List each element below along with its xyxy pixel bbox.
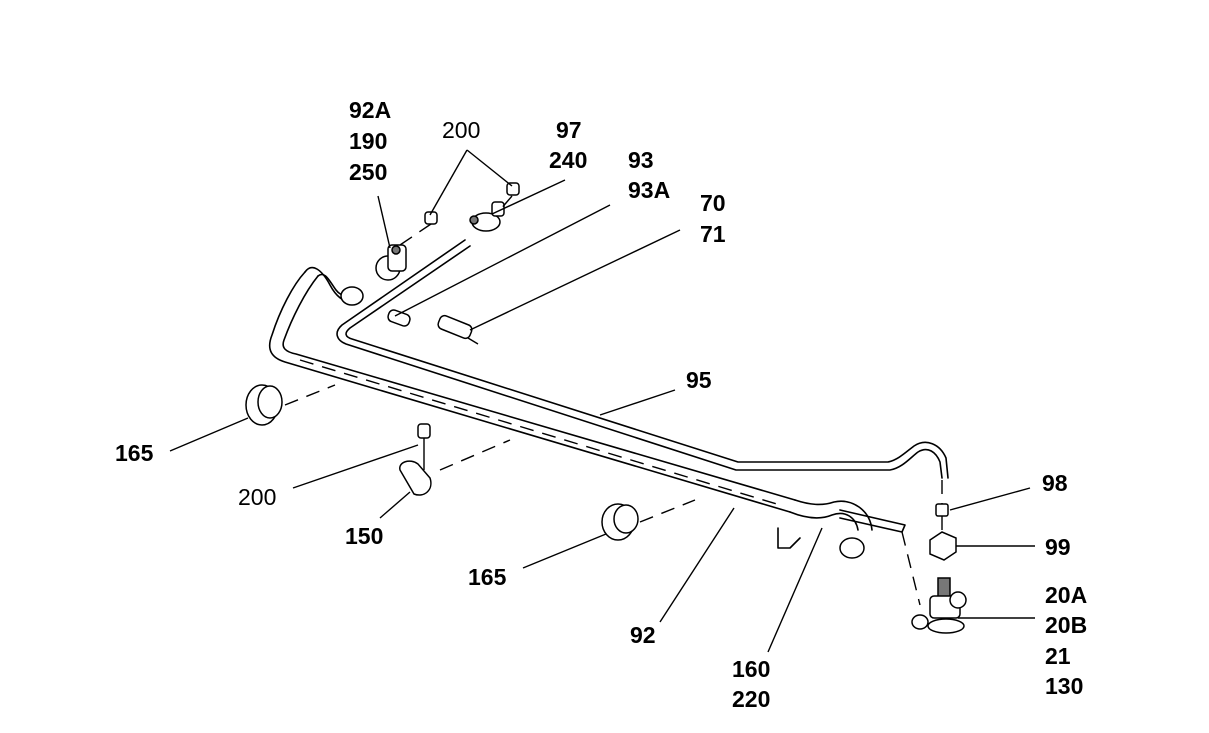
label-92: 92 xyxy=(630,622,656,648)
label-20A: 20A xyxy=(1045,582,1087,608)
pipe-95 xyxy=(336,239,949,479)
label-130: 130 xyxy=(1045,673,1083,699)
clamp-165-left xyxy=(245,384,336,426)
label-160: 160 xyxy=(732,656,770,682)
fitting-97 xyxy=(469,201,505,232)
label-95: 95 xyxy=(686,367,712,393)
label-20B: 20B xyxy=(1045,612,1087,638)
label-92A: 92A xyxy=(349,97,391,123)
label-21: 21 xyxy=(1045,643,1071,669)
label-250: 250 xyxy=(349,159,387,185)
clamp-165-bottom xyxy=(601,499,696,541)
fitting-93 xyxy=(387,309,411,327)
hose-160 xyxy=(777,499,906,559)
label-93: 93 xyxy=(628,147,654,173)
label-98: 98 xyxy=(1042,470,1068,496)
bracket-150 xyxy=(399,423,511,496)
label-99: 99 xyxy=(1045,534,1071,560)
label-200-mid: 200 xyxy=(238,484,276,510)
label-93A: 93A xyxy=(628,177,670,203)
label-240: 240 xyxy=(549,147,587,173)
label-190: 190 xyxy=(349,128,387,154)
label-165-bottom: 165 xyxy=(468,564,507,590)
label-200-top: 200 xyxy=(442,117,480,143)
leader-lines xyxy=(169,149,1035,653)
valve-assembly xyxy=(901,480,967,634)
label-165-left: 165 xyxy=(115,440,154,466)
elbow-fitting xyxy=(340,244,407,306)
label-150: 150 xyxy=(345,523,383,549)
label-220: 220 xyxy=(732,686,770,712)
label-97: 97 xyxy=(556,117,582,143)
bolt-200-top xyxy=(399,182,520,246)
label-70: 70 xyxy=(700,190,726,216)
label-71: 71 xyxy=(700,221,726,247)
sensor-70 xyxy=(437,314,479,345)
